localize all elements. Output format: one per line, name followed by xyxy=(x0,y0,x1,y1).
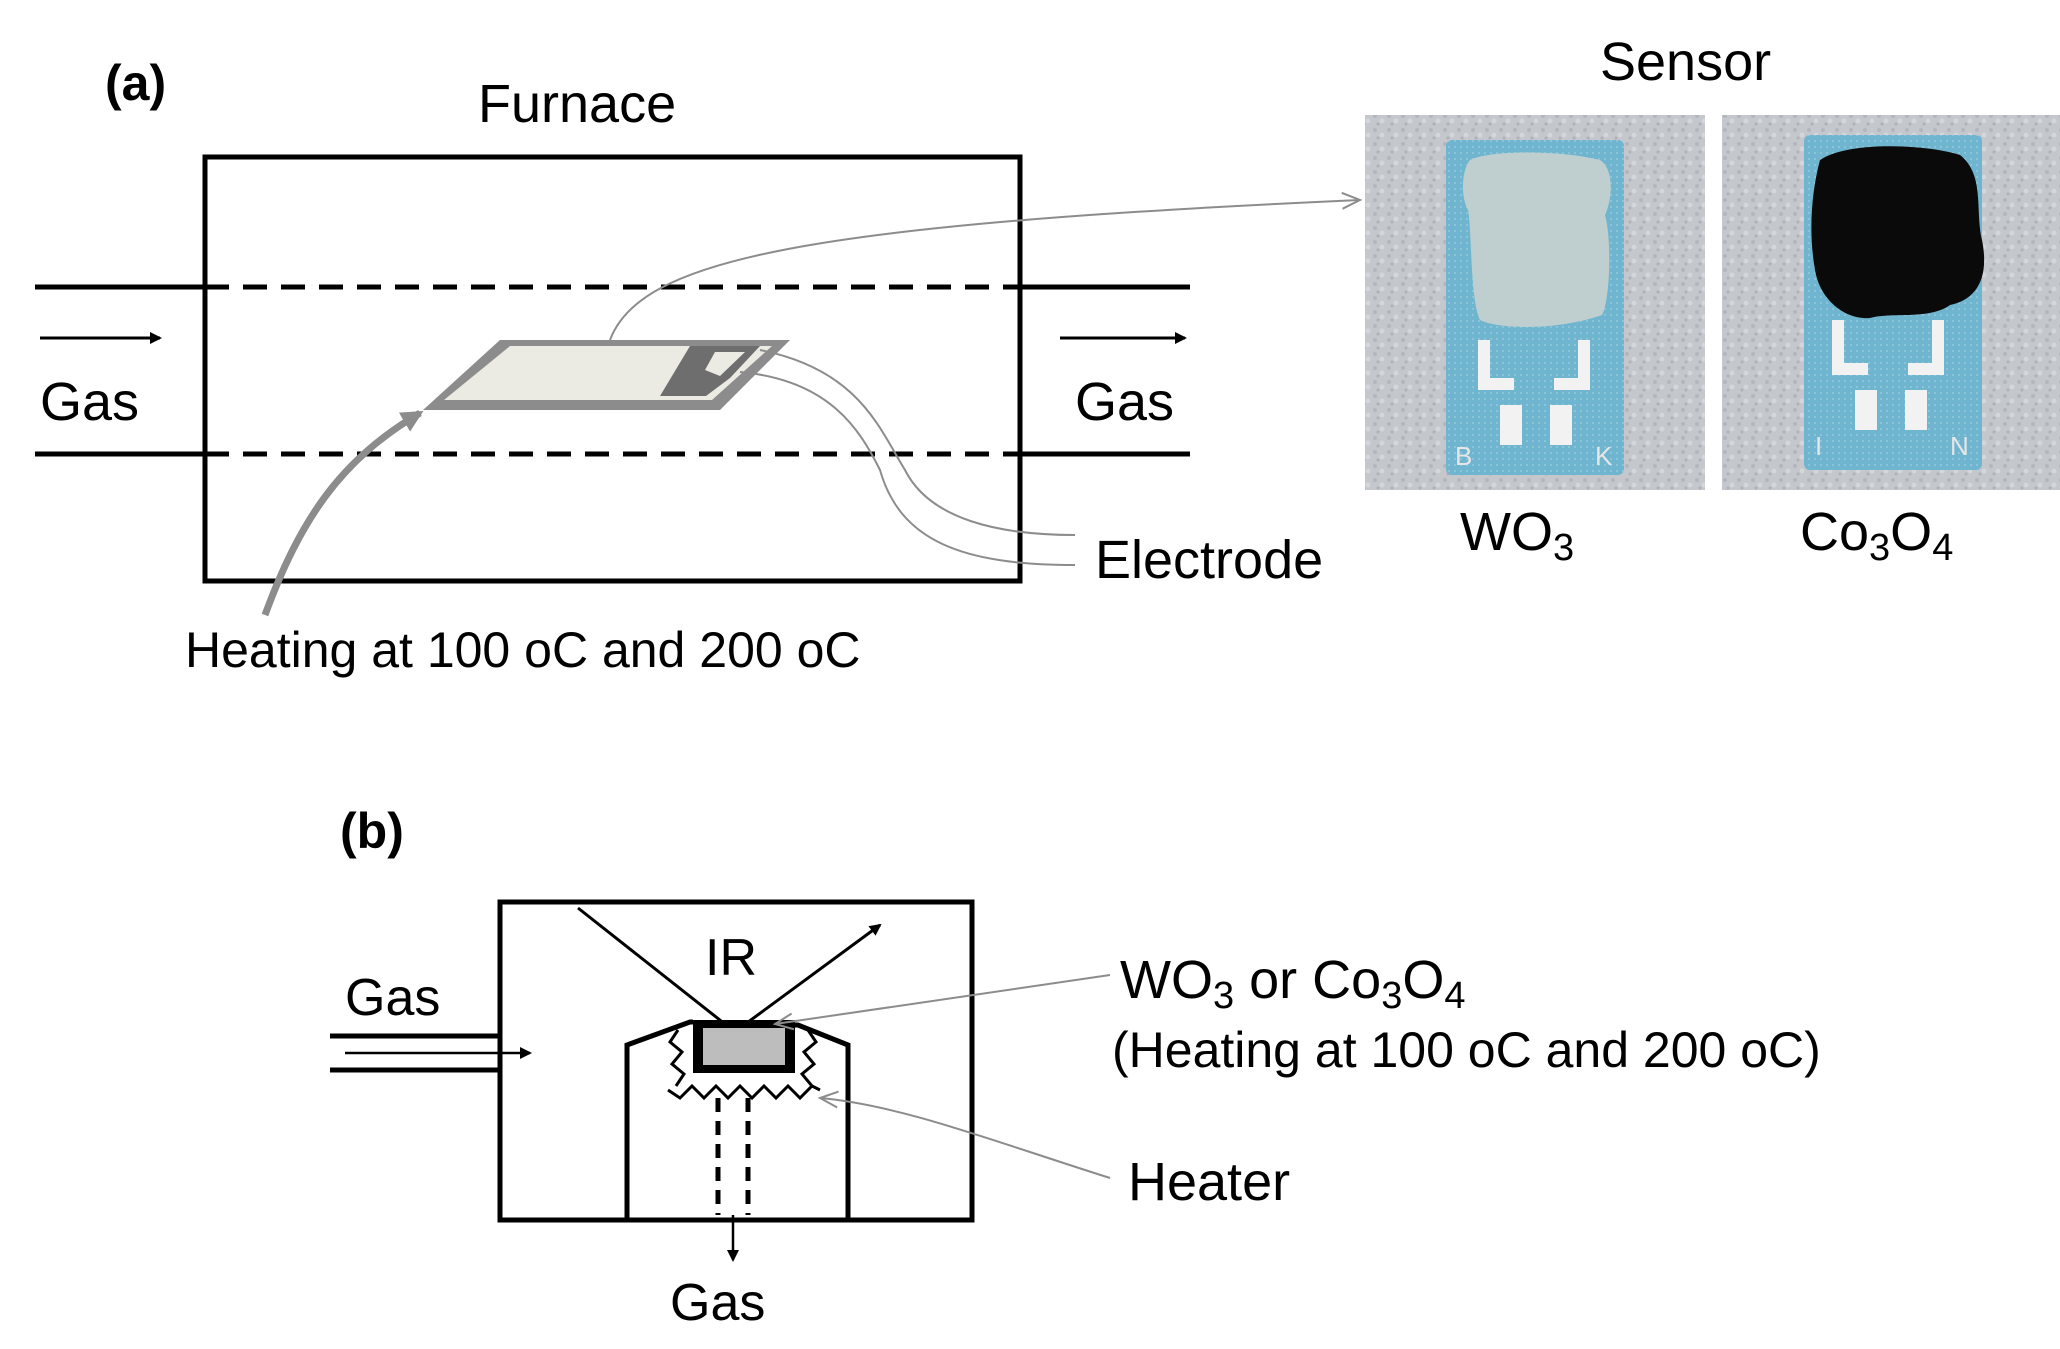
co3o4-sensor-photo: I N xyxy=(1722,115,2060,490)
co3o4-sb: 4 xyxy=(1932,527,1953,569)
furnace-box xyxy=(202,154,1023,584)
heating-label-a: Heating at 100 oC and 200 oC xyxy=(185,622,861,678)
gas-in-label: Gas xyxy=(40,372,139,432)
gas-tube xyxy=(35,284,1190,457)
wo3-chip-mark-left: B xyxy=(1455,441,1472,471)
heater-leader xyxy=(820,1098,1111,1179)
co3o4-b: O xyxy=(1890,502,1932,562)
co3o4-a: Co xyxy=(1800,502,1869,562)
sensor-title: Sensor xyxy=(1600,32,1771,92)
panel-b: (b) Gas IR Gas xyxy=(330,803,1821,1332)
sensor-leader xyxy=(609,200,1360,341)
material-p1: WO xyxy=(1120,950,1213,1010)
sample-holder xyxy=(624,1019,851,1220)
co3o4-sa: 3 xyxy=(1869,527,1890,569)
electrode-wires xyxy=(739,349,1076,566)
heater-label: Heater xyxy=(1128,1152,1290,1212)
wo3-photo-label: WO3 xyxy=(1460,502,1574,569)
panel-a: (a) Furnace Gas Gas Elect xyxy=(35,32,2060,678)
material-s1: 3 xyxy=(1213,975,1234,1017)
panel-b-label: (b) xyxy=(340,803,404,859)
wo3-chip-mark-right: K xyxy=(1595,441,1613,471)
co3o4-chip-mark-right: N xyxy=(1950,431,1969,461)
material-label: WO3 or Co3O4 xyxy=(1120,950,1465,1017)
cell-box xyxy=(497,899,975,1223)
material-p2: or Co xyxy=(1234,950,1381,1010)
co3o4-photo-label: Co3O4 xyxy=(1800,502,1953,569)
wo3-sensor-photo: B K xyxy=(1365,115,1705,490)
co3o4-chip-mark-left: I xyxy=(1815,431,1822,461)
gas-outlet-label: Gas xyxy=(670,1274,765,1332)
furnace-title: Furnace xyxy=(478,74,676,134)
sample-film xyxy=(703,1028,785,1065)
heater-element xyxy=(667,1029,821,1101)
wo3-main: WO xyxy=(1460,502,1553,562)
material-leader xyxy=(775,974,1111,1024)
material-s3: 4 xyxy=(1444,975,1465,1017)
material-p3: O xyxy=(1402,950,1444,1010)
ir-label: IR xyxy=(705,929,757,987)
ir-beam-incident xyxy=(577,906,731,1030)
sensor-chip xyxy=(423,340,790,410)
heating-label-b: (Heating at 100 oC and 200 oC) xyxy=(1112,1022,1821,1078)
material-s2: 3 xyxy=(1381,975,1402,1017)
heating-arrow xyxy=(261,409,424,617)
gas-inlet-label: Gas xyxy=(345,969,440,1027)
gas-outlet-tube xyxy=(715,1098,751,1215)
panel-a-label: (a) xyxy=(105,55,166,111)
gas-out-label: Gas xyxy=(1075,372,1174,432)
ir-beam-reflected xyxy=(739,923,882,1030)
wo3-sub: 3 xyxy=(1553,527,1574,569)
gas-inlet-tube xyxy=(330,1033,500,1073)
electrode-label: Electrode xyxy=(1095,530,1323,590)
